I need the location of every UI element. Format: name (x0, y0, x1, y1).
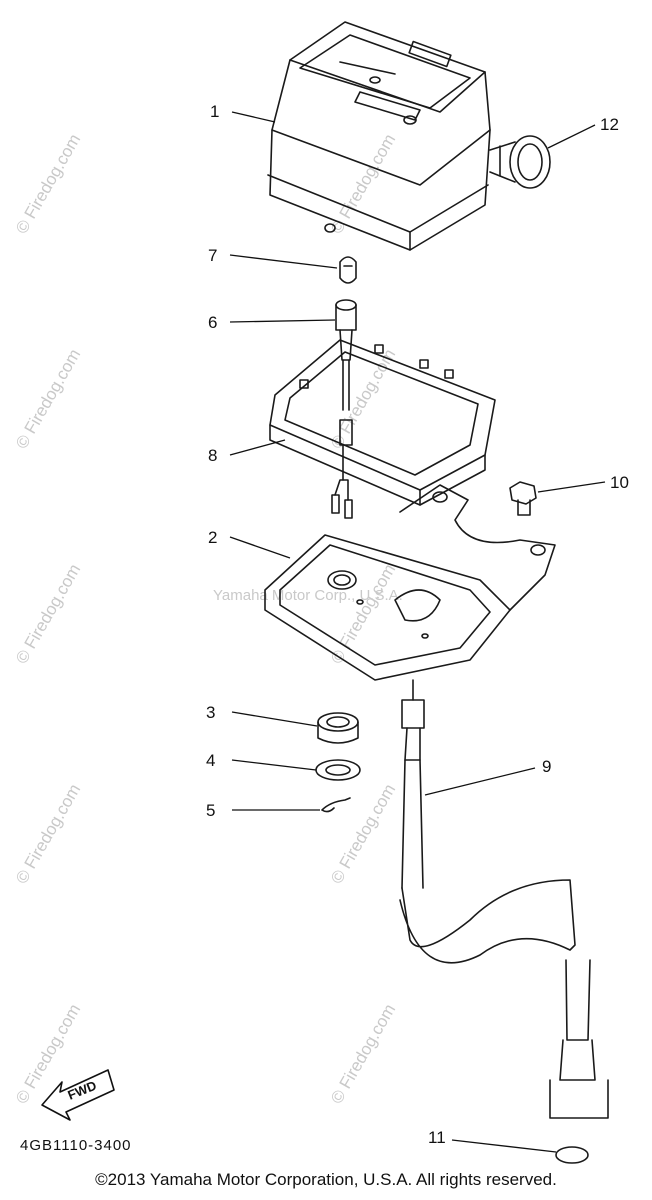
part-12-knob (489, 135, 551, 189)
part-11-o-ring (555, 1146, 589, 1164)
callout-labels: 1 12 7 6 8 10 2 3 4 5 9 11 (206, 102, 629, 1147)
part-7-bulb (339, 256, 357, 284)
callout-8: 8 (208, 446, 217, 465)
part-8-gasket (269, 339, 496, 506)
part-10-bolt (509, 481, 537, 516)
part-1-meter-housing (267, 21, 491, 251)
part-4-washer (315, 759, 361, 781)
watermark-layer: © Firedog.com © Firedog.com © Firedog.co… (12, 131, 403, 1107)
callout-6: 6 (208, 313, 217, 332)
watermark-firedog: © Firedog.com (327, 781, 399, 887)
callout-7: 7 (208, 246, 217, 265)
watermark-firedog: © Firedog.com (12, 561, 84, 667)
part-9-cable (399, 679, 609, 1119)
part-5-clip (321, 797, 351, 813)
wire-connectors (331, 444, 353, 519)
watermark-firedog: © Firedog.com (327, 1001, 399, 1107)
callout-5: 5 (206, 801, 215, 820)
callout-10: 10 (610, 473, 629, 492)
part-6-bulb-socket (335, 299, 357, 411)
part-2-meter-case (264, 484, 556, 681)
part-3-grommet (317, 712, 359, 744)
callout-11: 11 (428, 1128, 446, 1147)
copyright-notice: ©2013 Yamaha Motor Corporation, U.S.A. A… (95, 1170, 557, 1189)
watermark-firedog: © Firedog.com (12, 131, 84, 237)
leader-lines (229, 111, 606, 1153)
callout-1: 1 (210, 102, 219, 121)
watermark-firedog: © Firedog.com (327, 346, 399, 452)
callout-9: 9 (542, 757, 551, 776)
watermark-firedog: © Firedog.com (327, 561, 399, 667)
part-code: 4GB1110-3400 (20, 1137, 132, 1154)
watermark-firedog: © Firedog.com (12, 781, 84, 887)
watermark-firedog: © Firedog.com (12, 346, 84, 452)
callout-4: 4 (206, 751, 215, 770)
callout-2: 2 (208, 528, 217, 547)
callout-3: 3 (206, 703, 215, 722)
watermark-yamaha: Yamaha Motor Corp., U.S.A. (213, 587, 403, 604)
fwd-arrow-icon: FWD (41, 1069, 115, 1121)
callout-12: 12 (600, 115, 619, 134)
